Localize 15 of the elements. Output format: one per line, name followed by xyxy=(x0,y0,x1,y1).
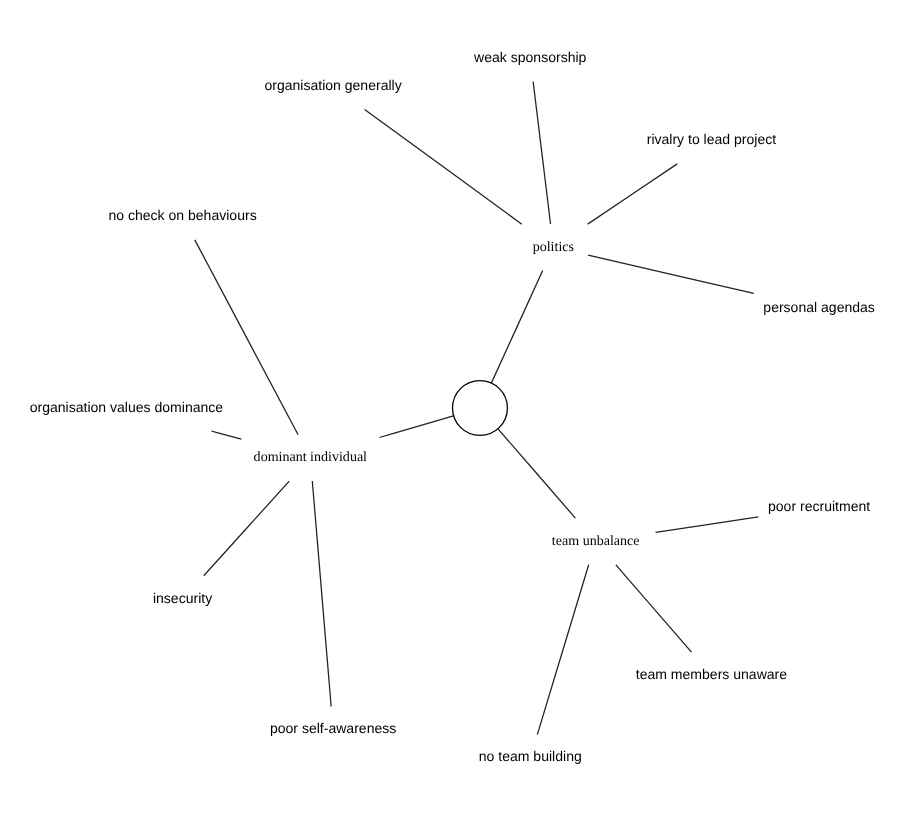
connector xyxy=(497,427,577,518)
connector xyxy=(532,79,552,224)
connector xyxy=(203,479,290,576)
connector xyxy=(654,515,759,533)
connector xyxy=(210,429,242,439)
connector xyxy=(536,563,590,735)
node-circle xyxy=(451,378,509,436)
connector xyxy=(587,162,678,224)
connector xyxy=(363,107,523,224)
connector xyxy=(587,253,755,293)
connector xyxy=(615,563,693,652)
connector xyxy=(194,238,299,435)
connector xyxy=(311,479,332,707)
connector xyxy=(490,268,544,383)
connector xyxy=(378,414,455,438)
